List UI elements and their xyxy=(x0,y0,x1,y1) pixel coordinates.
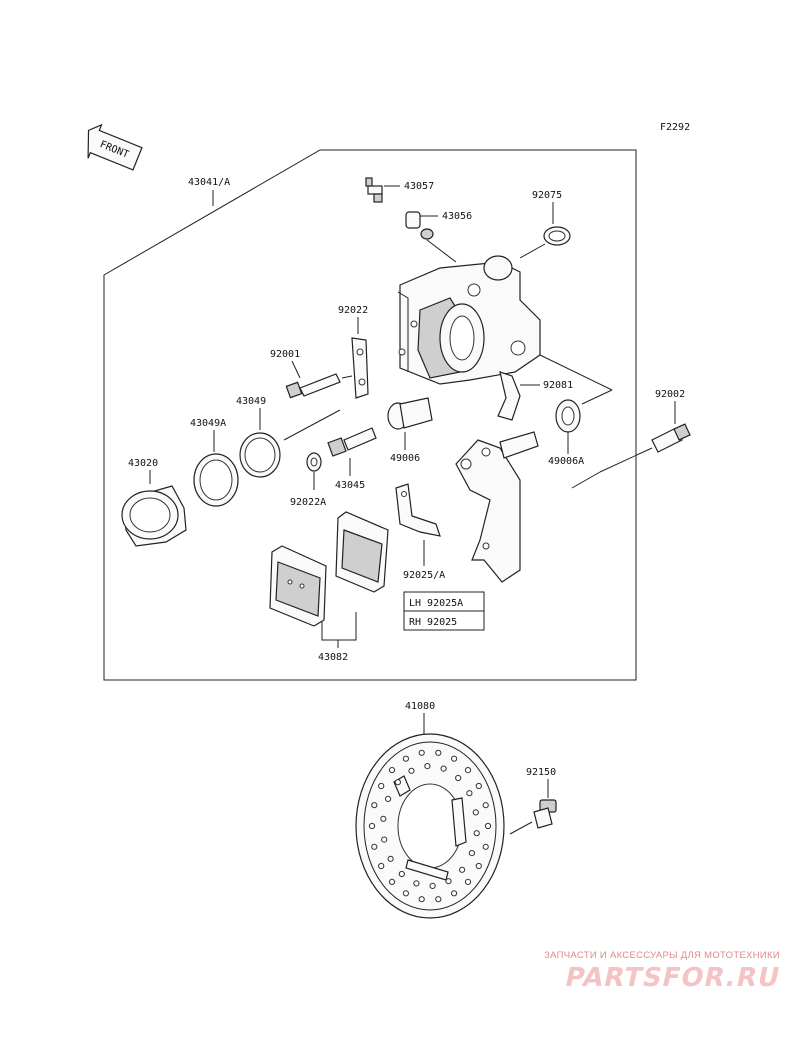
disc-vent-hole xyxy=(440,765,447,772)
callout-43020: 43020 xyxy=(128,458,158,469)
front-arrow-icon: FRONT xyxy=(87,123,143,171)
disc-vent-hole xyxy=(445,878,452,885)
disc-vent-hole xyxy=(413,880,420,887)
brake-pad-outer-icon xyxy=(269,545,327,627)
legend-rh: RH 92025 xyxy=(409,617,457,628)
callout-43045: 43045 xyxy=(335,480,365,491)
callout-43049: 43049 xyxy=(236,396,266,407)
callout-43082: 43082 xyxy=(318,652,348,663)
disc-vent-hole xyxy=(475,862,482,870)
callout-92150: 92150 xyxy=(526,767,556,778)
disc-vent-hole xyxy=(398,870,405,878)
watermark-brand: PARTSFOR.RU xyxy=(562,963,784,993)
disc-vent-hole xyxy=(381,836,388,843)
callout-92001: 92001 xyxy=(270,349,300,360)
disc-vent-hole xyxy=(408,767,415,774)
disc-vent-hole xyxy=(429,882,436,890)
caliper-body-icon xyxy=(397,255,541,385)
figure-code: F2292 xyxy=(660,122,690,133)
disc-holes xyxy=(368,749,492,903)
piston-icon xyxy=(121,485,187,547)
watermark-tagline: ЗАПЧАСТИ И АКСЕССУАРЫ ДЛЯ МОТОТЕХНИКИ xyxy=(544,950,780,961)
disc-vent-hole xyxy=(472,809,479,816)
disc-vent-hole xyxy=(388,767,396,774)
disc-vent-hole xyxy=(424,763,431,770)
boot-ring-icon xyxy=(543,226,571,246)
disc-vent-hole xyxy=(418,749,425,756)
disc-vent-hole xyxy=(371,843,378,850)
callout-92022: 92022 xyxy=(338,305,368,316)
brake-pad-inner-icon xyxy=(335,511,389,593)
disc-vent-hole xyxy=(378,782,385,790)
callout-41080: 41080 xyxy=(405,701,435,712)
callout-49006: 49006 xyxy=(390,453,420,464)
washer-icon xyxy=(306,452,322,472)
disc-vent-hole xyxy=(475,782,482,790)
disc-vent-hole xyxy=(388,878,396,886)
caliper-bracket-icon xyxy=(455,431,539,583)
disc-vent-hole xyxy=(468,850,475,857)
disc-vent-hole xyxy=(451,755,458,762)
bleeder-valve-icon xyxy=(365,177,383,203)
bleeder-cap-icon xyxy=(405,211,434,240)
pad-spring-plate-icon xyxy=(351,337,369,399)
disc-vent-hole xyxy=(385,795,392,803)
brake-disc-icon xyxy=(355,733,505,919)
disc-vent-hole xyxy=(402,755,409,762)
callout-43049A: 43049A xyxy=(190,418,226,429)
disc-vent-hole xyxy=(459,866,466,873)
disc-vent-hole xyxy=(473,830,480,837)
callout-92025A: 92025/A xyxy=(403,570,445,581)
boot-49006A-icon xyxy=(555,399,581,433)
callout-92075: 92075 xyxy=(532,190,562,201)
disc-vent-hole xyxy=(402,890,409,897)
disc-vent-hole xyxy=(464,767,472,774)
disc-vent-hole xyxy=(455,774,462,782)
disc-vent-hole xyxy=(466,790,473,797)
disc-bolt-icon xyxy=(533,799,557,829)
caliper-bolt-icon xyxy=(285,373,341,399)
disc-vent-hole xyxy=(435,896,442,903)
disc-vent-hole xyxy=(464,878,472,886)
callout-49006A: 49006A xyxy=(548,456,584,467)
disc-vent-hole xyxy=(387,855,394,862)
side-legend: LH 92025A RH 92025 xyxy=(403,591,485,631)
pad-pin-icon xyxy=(327,427,377,457)
bracket-bolt-icon xyxy=(651,423,691,453)
disc-vent-hole xyxy=(394,779,401,786)
disc-vent-hole xyxy=(435,749,442,756)
callout-43057: 43057 xyxy=(404,181,434,192)
pad-clip-icon xyxy=(497,371,521,421)
disc-vent-hole xyxy=(380,815,387,822)
disc-vent-hole xyxy=(451,890,458,897)
callout-43041A: 43041/A xyxy=(188,177,230,188)
callout-92022A: 92022A xyxy=(290,497,326,508)
dust-seal-icon xyxy=(193,453,239,507)
callout-92081: 92081 xyxy=(543,380,573,391)
callout-92002: 92002 xyxy=(655,389,685,400)
disc-vent-hole xyxy=(368,822,376,830)
caliper-assembly-frame xyxy=(103,149,637,681)
disc-vent-hole xyxy=(482,802,489,809)
callout-43056: 43056 xyxy=(442,211,472,222)
legend-lh: LH 92025A xyxy=(409,598,463,609)
disc-vent-hole xyxy=(418,896,425,903)
disc-vent-hole xyxy=(371,802,378,809)
disc-vent-hole xyxy=(482,843,489,850)
slide-pin-icon xyxy=(387,397,433,430)
watermark: ЗАПЧАСТИ И АКСЕССУАРЫ ДЛЯ МОТОТЕХНИКИ PA… xyxy=(544,950,784,993)
disc-vent-hole xyxy=(378,862,385,870)
piston-seal-icon xyxy=(239,432,281,478)
pad-spring-icon xyxy=(395,483,441,537)
disc-vent-hole xyxy=(484,822,492,830)
